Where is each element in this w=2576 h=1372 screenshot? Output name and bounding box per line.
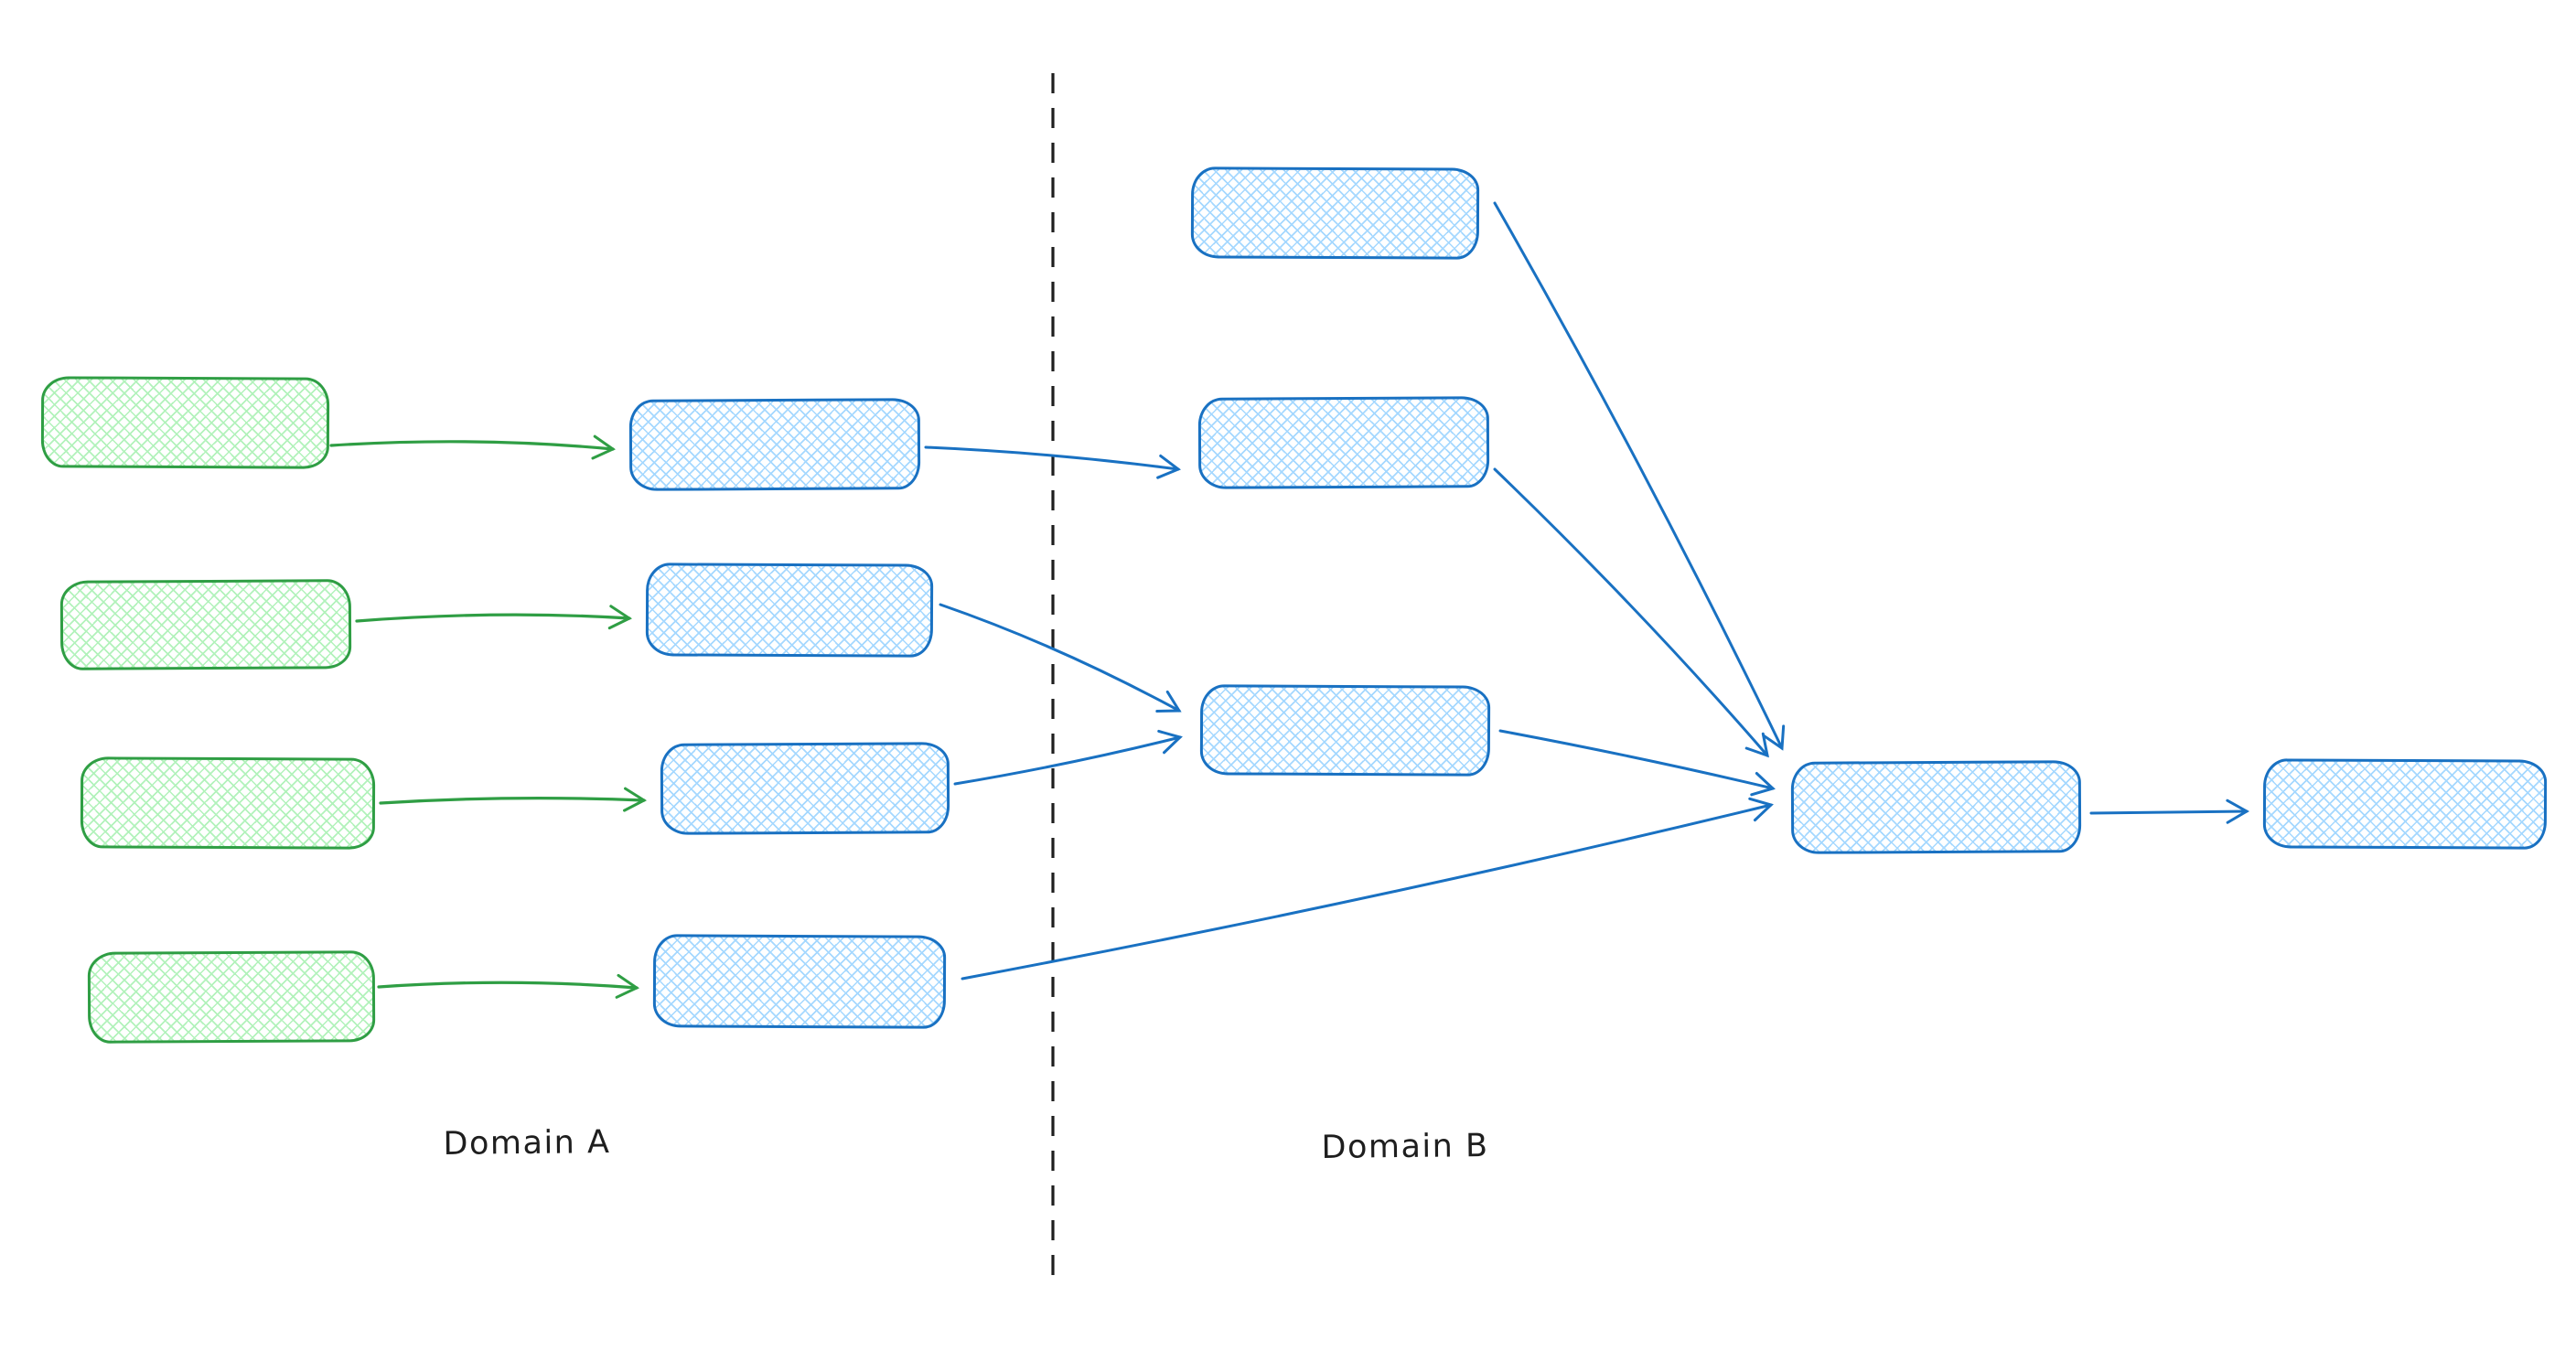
node-b-output xyxy=(2262,758,2548,850)
edge-a-source-2-to-a-stage-2 xyxy=(355,605,633,630)
edge-a-source-1-to-a-stage-1 xyxy=(329,434,617,460)
edge-b-stage-2-to-b-hub xyxy=(1493,467,1769,758)
edge-b-hub-to-b-output xyxy=(2089,799,2250,824)
node-a-stage-1 xyxy=(628,398,921,491)
node-b-stage-3 xyxy=(1199,684,1491,777)
node-b-stage-1 xyxy=(1190,166,1480,260)
edge-a-stage-1-to-b-stage-2 xyxy=(924,445,1181,479)
node-b-hub xyxy=(1790,760,2082,854)
node-a-source-3 xyxy=(80,756,376,850)
node-a-stage-2 xyxy=(645,563,934,658)
node-a-source-4 xyxy=(87,950,376,1044)
node-a-stage-3 xyxy=(660,742,950,835)
label-domain-b: Domain B xyxy=(1321,1128,1489,1166)
edge-b-stage-3-to-b-hub xyxy=(1498,729,1776,797)
node-b-stage-2 xyxy=(1197,396,1490,489)
edge-a-source-4-to-a-stage-4 xyxy=(377,973,640,999)
node-a-source-2 xyxy=(59,579,352,670)
edge-a-stage-3-to-b-stage-3 xyxy=(953,729,1183,786)
label-domain-a: Domain A xyxy=(443,1124,611,1163)
edge-b-stage-1-to-b-hub xyxy=(1493,201,1786,751)
edge-a-stage-4-to-b-hub xyxy=(961,797,1774,981)
node-a-stage-4 xyxy=(652,934,947,1029)
edge-a-source-3-to-a-stage-3 xyxy=(379,787,648,812)
edge-a-stage-2-to-b-stage-3 xyxy=(939,603,1182,713)
node-a-source-1 xyxy=(40,376,330,469)
